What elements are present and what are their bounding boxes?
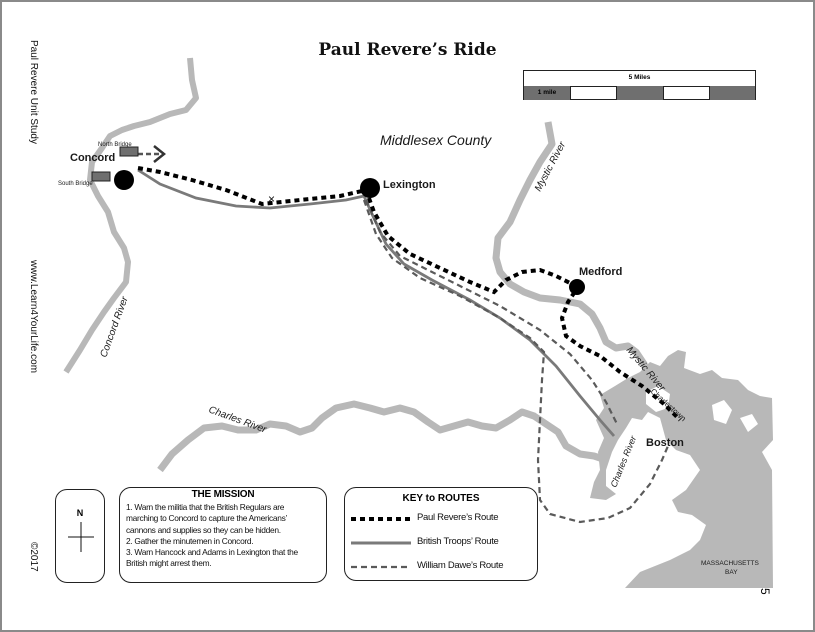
north-bridge-label: North Bridge [98,142,132,148]
dawes-route-label: William Dawe’s Route [417,560,504,571]
charles-river [157,400,608,473]
scale-segment [664,86,710,100]
scale-1-mile-label: 1 mile [537,89,557,96]
medford-marker [569,279,585,295]
revere-route-label: Paul Revere’s Route [417,512,499,523]
british-troops-route [137,168,616,437]
scale-segment [571,86,617,100]
concord-river-label: Concord River [98,295,130,359]
south-bridge-marker [91,171,111,182]
middlesex-county-label: Middlesex County [380,132,492,148]
mission-title: THE MISSION [191,489,255,500]
mission-line: 2. Gather the minutemen in Concord. [126,535,254,546]
paul-revere-route [137,166,682,422]
bay-label-line-1: MASSACHUSETTS [701,560,759,567]
mission-box: THE MISSION 1. Warn the militia that the… [119,487,327,583]
lexington-label: Lexington [383,179,436,191]
mission-line: marching to Concord to capture the Ameri… [126,513,288,524]
revere-capture-mark: × [268,192,275,206]
harbor-island [712,400,732,424]
route-key-box: KEY to ROUTES Paul Revere’s Route Britis… [344,487,538,581]
medford-label: Medford [579,266,622,278]
boston-label: Boston [646,437,684,449]
north-bridge-arrowhead [153,145,167,163]
compass-cross-icon [68,522,94,552]
scale-bar: 5 Miles 1 mile [523,70,756,100]
scale-segment: 1 mile [524,86,571,100]
mission-line: 1. Warn the militia that the British Reg… [126,502,285,512]
dawes-route-spur [364,199,619,427]
compass-north-label: N [76,508,84,518]
mission-line: British might arrest them. [126,558,212,569]
page-title: Paul Revere’s Ride [318,40,497,60]
dawes-route [362,199,670,524]
south-bridge-label: South Bridge [58,181,93,187]
north-bridge-marker [119,146,139,157]
concord-marker [114,170,134,190]
concord-label: Concord [70,152,115,164]
route-key-swatches [351,517,411,569]
bay-label-line-2: BAY [725,569,738,576]
british-route-label: British Troops’ Route [417,536,499,547]
mystic-river [492,121,652,378]
concord-river [63,57,199,374]
mission-line: 3. Warn Hancock and Adams in Lexington t… [126,547,298,558]
compass-box: N [55,489,105,583]
harbor-island [740,414,758,432]
charlestown-peninsula [646,386,670,412]
mission-line: cannons and supplies so they can be hidd… [126,524,281,535]
lexington-marker [360,178,380,198]
route-key-title: KEY to ROUTES [402,493,480,504]
scale-segment [617,86,664,100]
scale-segment [710,86,755,100]
